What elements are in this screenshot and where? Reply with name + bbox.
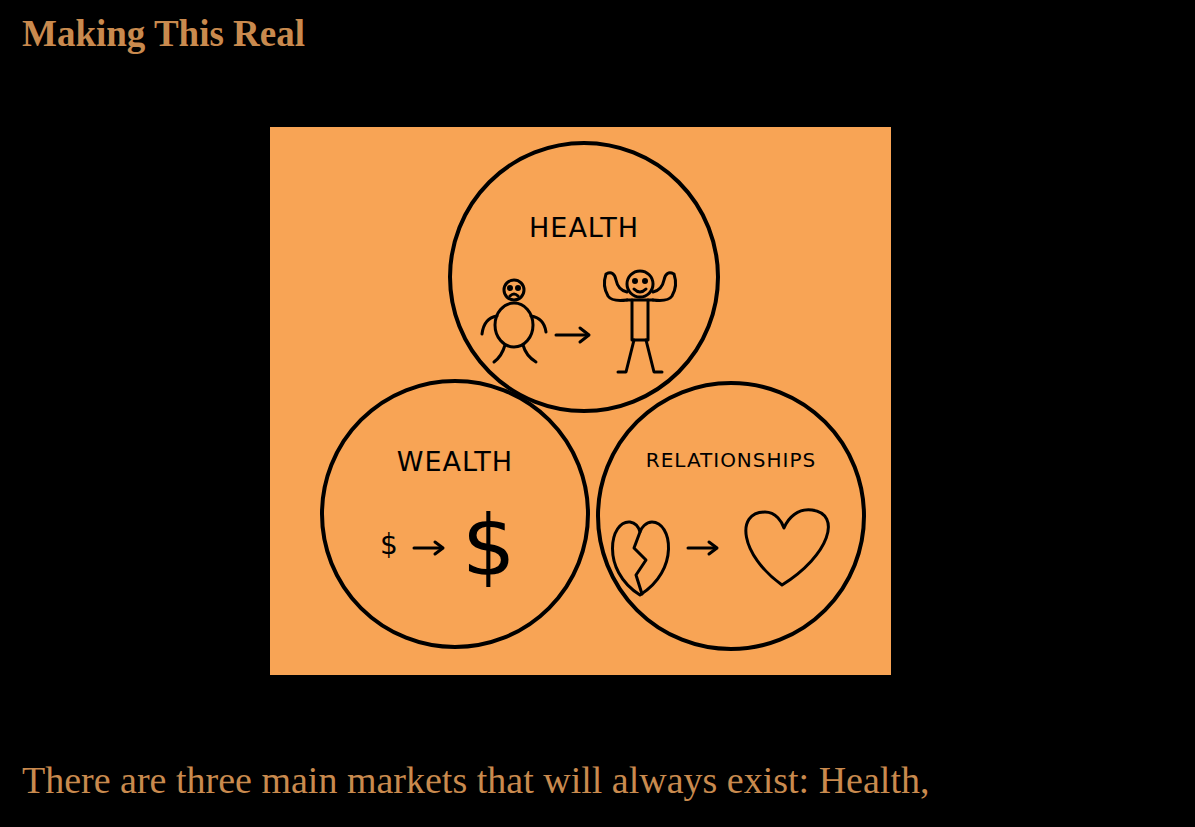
circle-outline xyxy=(595,380,867,652)
market-circle: HEALTH xyxy=(447,140,721,414)
circle-line xyxy=(450,143,718,411)
circle-outline xyxy=(447,140,721,414)
body-text: There are three main markets that will a… xyxy=(22,760,929,802)
market-name: HEALTH xyxy=(529,212,639,243)
market-name: WEALTH xyxy=(397,446,513,477)
market-circle: RELATIONSHIPS xyxy=(595,380,867,652)
heart xyxy=(746,510,828,585)
fit-figure xyxy=(604,271,675,372)
market-name: RELATIONSHIPS xyxy=(646,448,816,472)
relationship-arrow xyxy=(688,542,717,554)
circle-line xyxy=(598,383,864,649)
wealth-arrow xyxy=(414,542,443,554)
market-circle: WEALTH xyxy=(319,378,591,650)
health-arrow xyxy=(556,328,589,342)
small-dollar: $ xyxy=(380,530,398,561)
circle-outline xyxy=(319,378,591,650)
big-dollar: $ xyxy=(462,500,515,592)
unfit-figure xyxy=(482,280,546,362)
circle-line xyxy=(322,381,588,647)
broken-heart xyxy=(613,522,669,595)
page-title: Making This Real xyxy=(22,12,305,55)
